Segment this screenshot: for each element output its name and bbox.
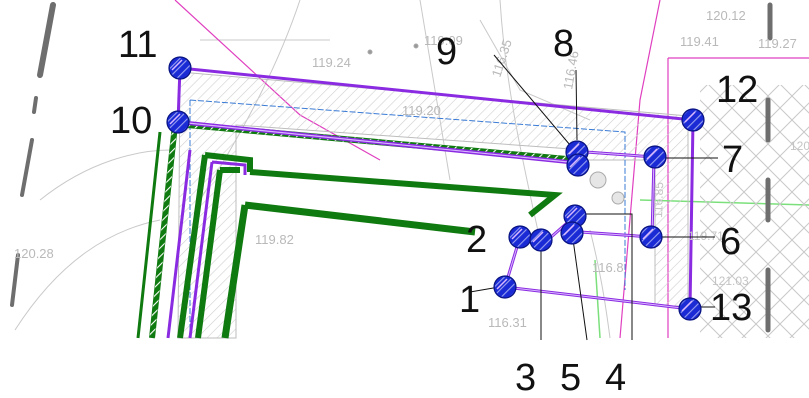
elevation-label: 120.28 — [14, 246, 54, 261]
manholes — [367, 43, 625, 205]
point-marker-5 — [560, 221, 584, 245]
point-label-10: 10 — [110, 100, 152, 142]
point-label-7: 7 — [722, 139, 743, 181]
elevation-label: 116.8 — [592, 260, 624, 275]
point-marker-3 — [529, 228, 553, 252]
point-label-9: 9 — [436, 31, 457, 73]
point-label-8: 8 — [553, 23, 574, 65]
elevation-label: 119.27 — [758, 36, 797, 51]
point-marker-9 — [566, 153, 590, 177]
elevation-label: 119.41 — [680, 34, 719, 49]
axis-dashes — [10, 2, 773, 333]
elevation-label: 116.31 — [488, 315, 527, 330]
point-label-3: 3 — [515, 357, 536, 398]
elevation-label: 119.09 — [424, 33, 463, 48]
elevation-label: 116.85 — [651, 181, 666, 218]
leader-lines — [469, 54, 718, 341]
point-marker-13 — [678, 297, 702, 321]
point-marker-4 — [563, 204, 587, 228]
point-marker-2 — [508, 225, 532, 249]
cross-hatched-zone — [700, 85, 809, 338]
point-label-2: 2 — [466, 219, 487, 261]
blue-inner-line — [189, 99, 626, 338]
point-marker-10 — [166, 110, 190, 134]
point-label-11: 11 — [118, 24, 157, 66]
point-label-4: 4 — [605, 357, 626, 398]
point-label-12: 12 — [716, 69, 758, 111]
point-label-1: 1 — [459, 279, 480, 321]
elevation-label: 120 — [790, 139, 809, 153]
points-layer — [166, 56, 705, 321]
point-marker-7 — [643, 145, 667, 169]
point-marker-1 — [493, 275, 517, 299]
point-marker-12 — [681, 108, 705, 132]
point-label-6: 6 — [720, 221, 741, 263]
point-label-5: 5 — [560, 357, 581, 398]
elevation-label: 121.03 — [712, 274, 749, 288]
elevation-label: 119.71 — [688, 229, 724, 243]
elevation-label: 119.82 — [255, 232, 294, 247]
point-marker-6 — [639, 225, 663, 249]
point-marker-11 — [168, 56, 192, 80]
elevation-label: 119.20 — [402, 103, 441, 118]
elevation-label: 119.24 — [312, 55, 351, 70]
elevation-label: 120.12 — [706, 8, 746, 23]
point-labels: 1 2 3 4 5 6 7 8 9 10 11 12 13 — [110, 23, 758, 398]
point-label-13: 13 — [710, 287, 752, 329]
